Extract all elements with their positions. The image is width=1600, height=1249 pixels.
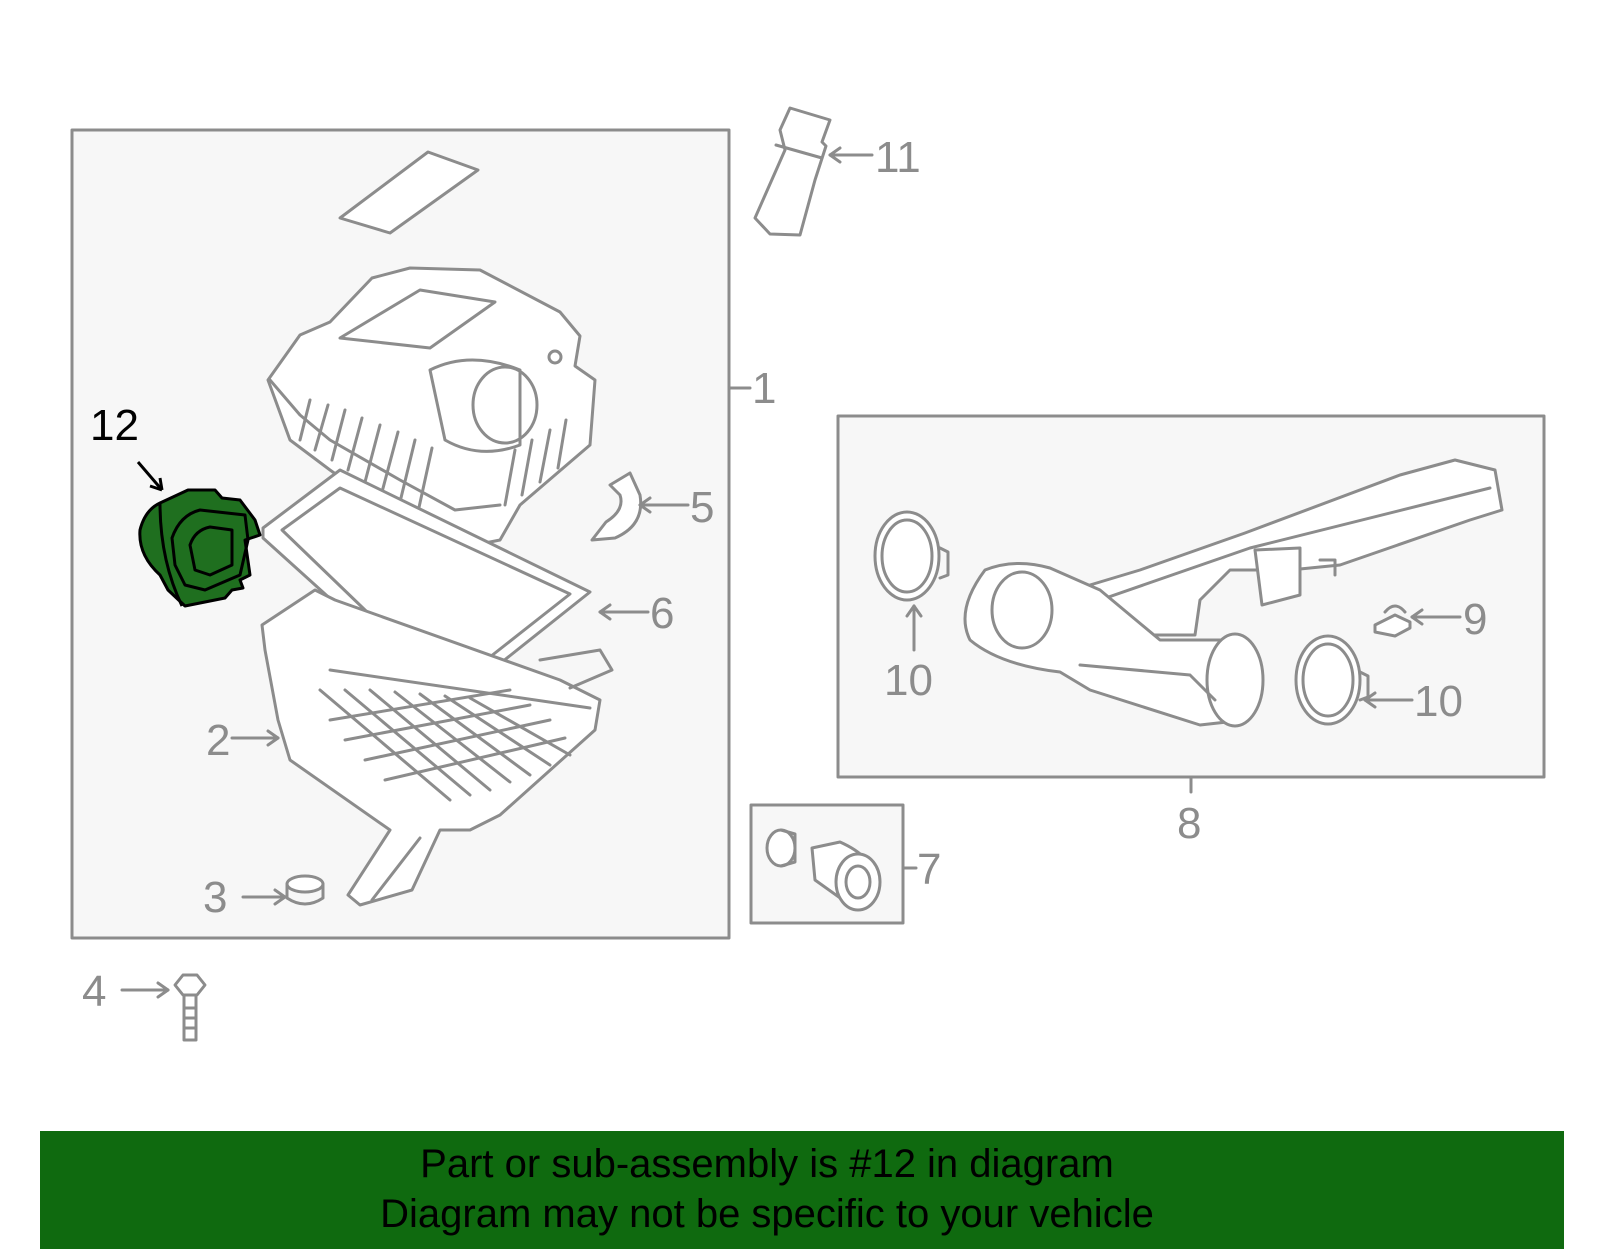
highlighted-part-12 — [138, 488, 262, 608]
lower-housing — [260, 588, 614, 907]
callout-7: 7 — [917, 845, 941, 894]
callout-8: 8 — [1177, 799, 1201, 848]
callout-11: 11 — [875, 133, 921, 182]
callout-6: 6 — [650, 589, 674, 638]
callout-10-right: 10 — [1414, 677, 1463, 726]
label-sticker — [338, 150, 480, 235]
callout-2: 2 — [206, 716, 230, 765]
callout-1: 1 — [752, 364, 776, 413]
leader-arrow-12 — [136, 461, 164, 492]
callout-10-left: 10 — [884, 656, 933, 705]
callout-5: 5 — [690, 483, 714, 532]
fitting-7 — [765, 828, 882, 912]
info-banner: Part or sub-assembly is #12 in diagram D… — [40, 1131, 1564, 1249]
callout-9: 9 — [1463, 595, 1487, 644]
callout-3: 3 — [203, 873, 227, 922]
bolt-4 — [173, 973, 207, 1042]
callout-4: 4 — [82, 967, 106, 1016]
sensor-11 — [753, 106, 832, 237]
grommet-9 — [1373, 604, 1412, 638]
clamp-10-right — [1294, 634, 1370, 726]
banner-line-1: Part or sub-assembly is #12 in diagram — [420, 1142, 1114, 1186]
plug-3 — [285, 874, 325, 906]
intake-duct — [963, 458, 1504, 728]
callout-12: 12 — [90, 401, 139, 450]
clamp-10-left — [873, 510, 950, 602]
leader-arrows — [120, 146, 1462, 999]
banner-line-2: Diagram may not be specific to your vehi… — [380, 1192, 1154, 1236]
